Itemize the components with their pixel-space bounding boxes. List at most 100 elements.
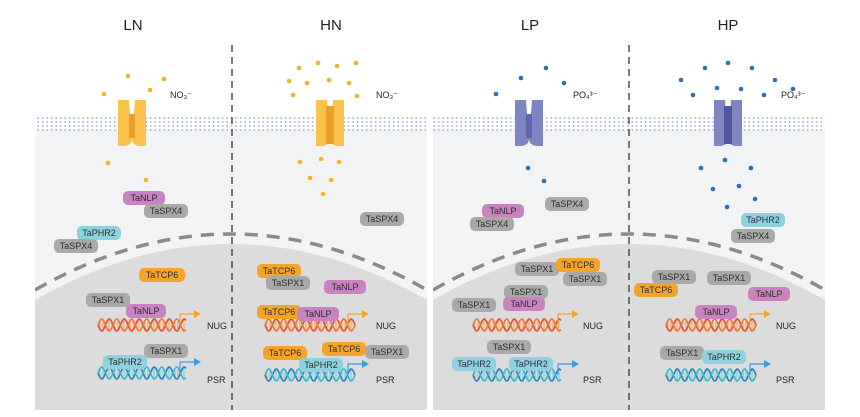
panel-title-hn: HN xyxy=(320,17,342,34)
protein-pill: TaNLP xyxy=(126,304,166,318)
dna-psr-hp xyxy=(665,368,757,382)
protein-pill: TaSPX4 xyxy=(545,197,589,211)
svg-text:TaSPX1: TaSPX1 xyxy=(150,346,183,356)
svg-text:TaNLP: TaNLP xyxy=(510,299,537,309)
protein-pill: TaTCP6 xyxy=(257,264,301,278)
protein-pill: TaTCP6 xyxy=(257,305,301,319)
svg-text:TaTCP6: TaTCP6 xyxy=(263,307,296,317)
gene-label-psr: PSR xyxy=(207,375,226,385)
protein-pill: TaPHR2 xyxy=(509,357,553,371)
protein-pill: TaSPX1 xyxy=(660,346,704,360)
svg-text:TaSPX4: TaSPX4 xyxy=(551,199,584,209)
protein-pill: TaTCP6 xyxy=(263,346,307,360)
svg-text:TaTCP6: TaTCP6 xyxy=(562,260,595,270)
protein-pill: TaSPX1 xyxy=(365,345,409,359)
svg-text:TaNLP: TaNLP xyxy=(755,289,782,299)
promoter-arrow-psr-lp xyxy=(557,360,579,375)
svg-text:TaTCP6: TaTCP6 xyxy=(269,348,302,358)
protein-pill: TaSPX1 xyxy=(487,340,531,354)
svg-text:TaSPX1: TaSPX1 xyxy=(493,342,526,352)
svg-text:TaTCP6: TaTCP6 xyxy=(146,270,179,280)
phosphate-ions-hp xyxy=(678,60,796,210)
protein-pill: TaSPX4 xyxy=(731,229,775,243)
protein-pill: TaSPX1 xyxy=(504,285,548,299)
svg-text:TaNLP: TaNLP xyxy=(331,282,358,292)
gene-label-psr: PSR xyxy=(376,375,395,385)
svg-text:TaNLP: TaNLP xyxy=(489,206,516,216)
promoter-arrow-nug-lp xyxy=(557,310,579,325)
svg-text:TaSPX1: TaSPX1 xyxy=(666,348,699,358)
gene-label-nug: NUG xyxy=(376,321,396,331)
dna-nug-ln xyxy=(97,318,187,332)
panel-title-lp: LP xyxy=(521,17,539,34)
svg-text:TaPHR2: TaPHR2 xyxy=(514,359,548,369)
gene-label-nug: NUG xyxy=(207,321,227,331)
dna-nug-lp xyxy=(472,318,562,332)
protein-pill: TaSPX1 xyxy=(563,272,607,286)
protein-pill: TaSPX1 xyxy=(707,271,751,285)
svg-text:TaPHR2: TaPHR2 xyxy=(707,352,741,362)
svg-text:TaSPX1: TaSPX1 xyxy=(272,278,305,288)
phosphate-transporter-icon xyxy=(515,100,543,146)
ion-label-hp: PO₄³⁻ xyxy=(781,90,806,100)
protein-pill: TaNLP xyxy=(123,191,165,205)
nitrate-ions-ln xyxy=(101,73,167,183)
protein-pill: TaNLP xyxy=(748,287,790,301)
protein-pill: TaPHR2 xyxy=(299,358,343,372)
dna-psr-ln xyxy=(97,366,187,380)
protein-pill: TaPHR2 xyxy=(77,226,121,240)
svg-text:TaPHR2: TaPHR2 xyxy=(108,357,142,367)
svg-text:TaNLP: TaNLP xyxy=(304,309,331,319)
nuclear-envelope xyxy=(433,232,825,292)
protein-pill: TaSPX1 xyxy=(144,344,188,358)
protein-pill: TaSPX1 xyxy=(452,298,496,312)
protein-pill: TaSPX1 xyxy=(266,276,310,290)
nitrate-ions-hn xyxy=(286,60,360,197)
dna-nug-hn xyxy=(264,318,356,332)
protein-pill: TaPHR2 xyxy=(741,213,785,227)
protein-pill: TaTCP6 xyxy=(556,258,600,272)
gene-label-nug: NUG xyxy=(776,321,796,331)
phosphate-transporter-icon xyxy=(714,100,742,146)
protein-pill: TaSPX4 xyxy=(360,212,404,226)
phosphate-ions-lp xyxy=(493,65,567,184)
protein-pill: TaPHR2 xyxy=(702,350,746,364)
protein-pill: TaTCP6 xyxy=(634,283,678,297)
protein-pill: TaSPX4 xyxy=(470,217,514,231)
svg-text:TaSPX4: TaSPX4 xyxy=(60,241,93,251)
nitrate-transporter-icon xyxy=(316,100,344,146)
svg-text:TaTCP6: TaTCP6 xyxy=(640,285,673,295)
svg-text:TaSPX1: TaSPX1 xyxy=(713,273,746,283)
promoter-arrow-nug-hp xyxy=(749,310,771,325)
ion-label-hn: NO₃⁻ xyxy=(376,90,398,100)
svg-text:TaSPX4: TaSPX4 xyxy=(737,231,770,241)
svg-text:TaPHR2: TaPHR2 xyxy=(82,228,116,238)
svg-text:TaSPX4: TaSPX4 xyxy=(476,219,509,229)
panel-title-ln: LN xyxy=(123,17,142,34)
gene-label-psr: PSR xyxy=(583,375,602,385)
svg-text:TaNLP: TaNLP xyxy=(702,307,729,317)
svg-text:TaTCP6: TaTCP6 xyxy=(328,344,361,354)
promoter-arrow-nug-hn xyxy=(347,310,369,325)
promoter-arrow-nug-ln xyxy=(179,310,201,325)
dna-nug-hp xyxy=(665,318,757,332)
plasma-membrane xyxy=(35,116,427,132)
promoter-arrow-psr-ln xyxy=(179,358,201,373)
protein-pill: TaSPX4 xyxy=(144,204,188,218)
protein-pill: TaNLP xyxy=(297,307,339,321)
protein-pill: TaNLP xyxy=(324,280,366,294)
svg-text:TaSPX1: TaSPX1 xyxy=(371,347,404,357)
ion-label-ln: NO₃⁻ xyxy=(170,90,192,100)
svg-text:TaSPX1: TaSPX1 xyxy=(510,287,543,297)
svg-text:TaSPX1: TaSPX1 xyxy=(658,272,691,282)
protein-pill: TaSPX1 xyxy=(86,293,130,307)
protein-pill: TaPHR2 xyxy=(103,355,147,369)
protein-pill: TaSPX1 xyxy=(515,262,559,276)
group-n-background xyxy=(35,116,427,410)
protein-pill: TaSPX1 xyxy=(652,270,696,284)
svg-text:TaPHR2: TaPHR2 xyxy=(304,360,338,370)
svg-text:TaPHR2: TaPHR2 xyxy=(746,215,780,225)
svg-text:TaPHR2: TaPHR2 xyxy=(457,359,491,369)
